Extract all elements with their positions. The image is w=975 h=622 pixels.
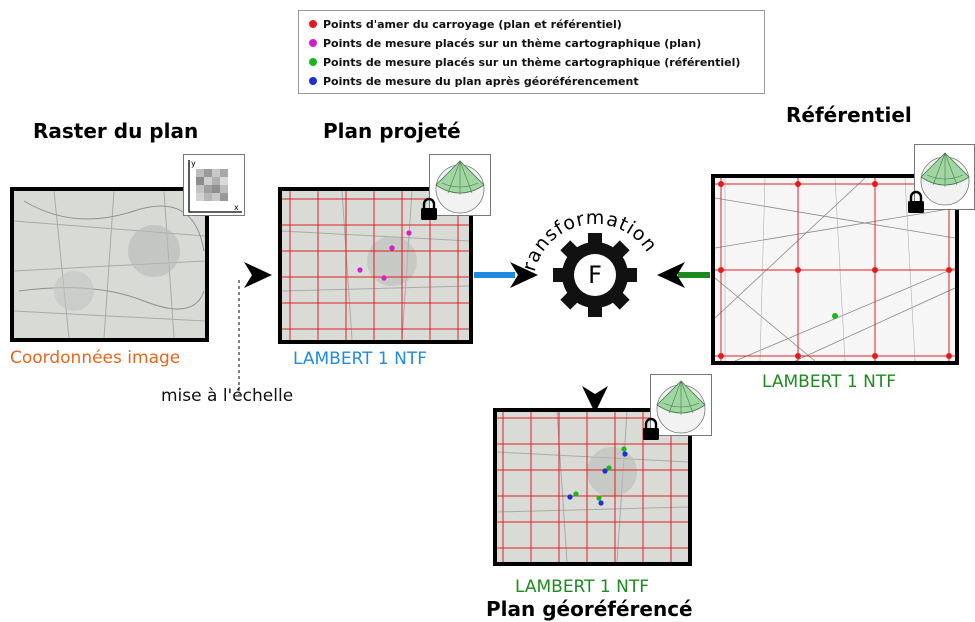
raster-caption: Coordonnées image (10, 348, 181, 368)
projection-cone-icon (920, 152, 970, 206)
legend: Points d'amer du carroyage (plan et réfé… (298, 10, 765, 94)
transform-symbol: F (588, 261, 602, 289)
projection-cone-icon (656, 380, 706, 434)
projected-title: Plan projeté (323, 119, 461, 143)
magenta-dot-icon (309, 39, 317, 47)
arrow-head-icon (244, 262, 272, 288)
axis-y-label: y (191, 159, 196, 168)
reference-measure-point (832, 313, 838, 319)
georef-caption: LAMBERT 1 NTF (515, 577, 650, 597)
plan-measure-points (357, 230, 412, 281)
gear-icon: F (553, 233, 637, 317)
pixel-grid-icon (196, 169, 228, 201)
arrow-head-icon (582, 386, 608, 413)
raster-map-texture (14, 191, 205, 338)
arrow-head-icon (657, 262, 685, 288)
lock-icon (906, 190, 926, 214)
georef-map (493, 408, 692, 566)
red-dot-icon (309, 20, 317, 28)
arrow-head-icon (510, 262, 538, 288)
georef-thumbnail (650, 374, 712, 436)
lock-icon (641, 417, 661, 441)
blue-dot-icon (309, 77, 317, 85)
grid-control-points (718, 181, 952, 359)
projected-thumbnail (429, 154, 491, 216)
reference-title: Référentiel (786, 103, 912, 127)
lock-icon (419, 197, 439, 221)
georef-measure-points (567, 446, 628, 506)
raster-title: Raster du plan (33, 119, 199, 143)
pixel-thumbnail: y x (183, 154, 245, 216)
scaling-label: mise à l'échelle (161, 386, 294, 406)
axis-x-label: x (234, 203, 239, 212)
green-dot-icon (309, 58, 317, 66)
georef-title: Plan géoréférencé (486, 597, 693, 621)
red-grid-lines (282, 191, 469, 340)
projection-cone-icon (435, 160, 485, 214)
raster-map (10, 187, 209, 342)
reference-thumbnail (914, 144, 975, 210)
axes-icon (188, 160, 242, 213)
projected-caption: LAMBERT 1 NTF (293, 349, 428, 369)
reference-caption: LAMBERT 1 NTF (762, 372, 897, 392)
